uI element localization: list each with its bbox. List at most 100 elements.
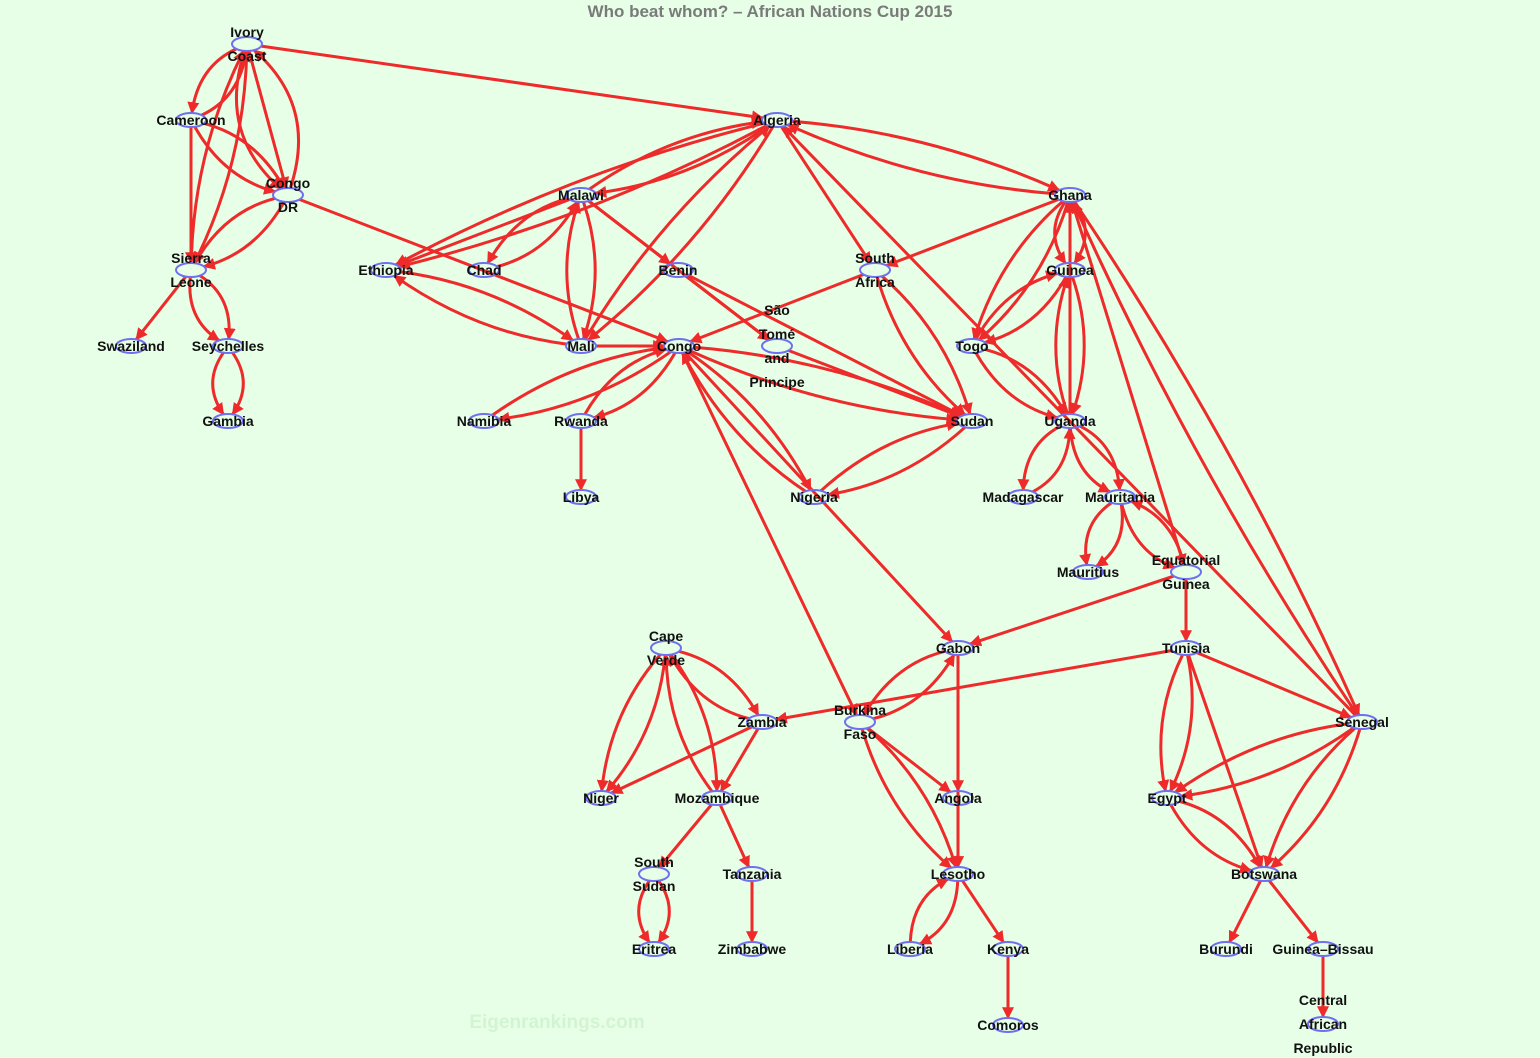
team-node-ellipse-algeria [761,112,793,128]
team-node-ellipse-eritrea [638,941,670,957]
edge-burkina_faso-beat-angola [866,726,952,794]
edge-cameroon-beat-ivory_coast [201,49,251,117]
team-node-seychelles: Seychelles [192,338,264,354]
team-label-togo: Togo [955,338,988,354]
edge-ivory_coast-beat-cameroon [187,47,237,115]
edge-togo-beat-guinea [974,270,1059,340]
edge-benin-beat-sao_tome [684,274,771,342]
edge-ghana-beat-togo [978,201,1070,341]
team-node-zimbabwe: Zimbabwe [718,941,786,957]
team-node-ellipse-mali [565,338,597,354]
edge-zambia-beat-cape_verde [668,653,750,721]
edge-zambia-beat-niger [610,725,753,795]
edge-nigeria-beat-sudan [819,419,959,492]
team-node-ellipse-lesotho [942,866,974,882]
team-node-ellipse-cameroon [175,112,207,128]
team-label-cape_verde: Cape [649,628,683,644]
team-node-zambia: Zambia [737,714,787,730]
team-node-cameroon: Cameroon [156,112,226,128]
team-node-tanzania: Tanzania [723,866,782,882]
team-label-car: African [1299,1016,1347,1032]
edge-zambia-beat-mozambique [719,727,760,793]
team-node-uganda: Uganda [1044,413,1096,429]
team-label-burundi: Burundi [1199,941,1253,957]
team-label-senegal: Senegal [1335,714,1389,730]
team-node-ellipse-malawi [565,187,597,203]
team-label-namibia: Namibia [457,413,512,429]
team-node-ellipse-south_africa [859,262,891,278]
edge-burkina_faso-beat-lesotho [866,727,959,869]
team-node-lesotho: Lesotho [931,866,985,882]
edge-cape_verde-beat-niger [596,653,662,793]
edge-sierra_leone-beat-seychelles [188,276,221,342]
team-label-mali: Mali [567,338,594,354]
edge-congo-beat-gabon [683,351,954,643]
edge-malawi-beat-chad [486,196,569,265]
team-label-swaziland: Swaziland [97,338,165,354]
team-node-kenya: Kenya [987,941,1029,957]
team-label-sao_tome: São [764,302,790,318]
team-node-gambia: Gambia [202,413,254,429]
team-label-zambia: Zambia [737,714,786,730]
edge-malawi-beat-algeria [588,117,764,191]
team-label-south_africa: South [855,250,895,266]
team-label-congo: Congo [657,338,701,354]
team-node-madagascar: Madagascar [983,489,1064,505]
edge-congo_dr-beat-congo [299,198,669,344]
edge-ghana-beat-south_africa [885,198,1059,268]
team-node-ellipse-congo [663,338,695,354]
team-label-sao_tome: and [765,350,790,366]
team-node-ellipse-niger [585,790,617,806]
edge-sierra_leone-beat-seychelles [199,274,236,341]
team-label-burkina_faso: Burkina [834,702,886,718]
team-node-libya: Libya [563,489,599,505]
edge-south_africa-beat-sudan [881,275,973,416]
team-label-angola: Angola [934,790,982,806]
edge-ghana-beat-senegal [1073,200,1361,717]
edge-congo-beat-rwanda [592,352,677,421]
team-node-ellipse-togo [956,338,988,354]
edge-guinea-beat-uganda [1070,276,1086,416]
team-node-niger: Niger [583,790,619,806]
edge-burkina_faso-beat-gabon [872,653,956,721]
team-label-benin: Benin [659,262,698,278]
edge-ivory_coast-beat-algeria [261,44,764,123]
edge-ivory_coast-beat-congo_dr [247,50,290,190]
team-label-uganda: Uganda [1044,413,1096,429]
team-node-ellipse-south_sudan [638,866,670,882]
team-label-liberia: Liberia [887,941,933,957]
edge-seychelles-beat-gambia [211,351,225,416]
edge-mozambique-beat-south_sudan [658,803,713,869]
team-node-ellipse-libya [565,489,597,505]
edge-congo-beat-nigeria [686,350,812,492]
edge-mauritania-beat-mauritius [1079,501,1113,567]
team-node-ellipse-sudan [956,413,988,429]
edge-benin-beat-sudan [687,273,963,418]
team-node-ellipse-nigeria [798,489,830,505]
team-node-ellipse-gabon [942,640,974,656]
team-node-ellipse-congo_dr [272,187,304,203]
team-node-chad: Chad [467,262,502,278]
edge-cape_verde-beat-mozambique [669,653,723,793]
team-label-mauritania: Mauritania [1085,489,1155,505]
edge-ethiopia-beat-mali [400,270,574,342]
team-node-ellipse-namibia [468,413,500,429]
edge-cameroon-beat-congo_dr [203,121,286,190]
team-label-comoros: Comoros [977,1017,1039,1033]
team-node-congo: Congo [657,338,701,354]
team-node-mozambique: Mozambique [675,790,760,806]
edge-lesotho-beat-liberia [919,880,960,946]
team-node-guinea_bissau: Guinea–Bissau [1272,941,1374,957]
edge-cameroon-beat-congo_dr [193,126,277,195]
watermark: Eigenrankings.com [469,1012,644,1033]
team-label-lesotho: Lesotho [931,866,985,882]
edge-ghana-beat-algeria [786,123,1056,196]
edge-malawi-beat-mali [581,201,597,341]
edge-nigeria-beat-congo [681,351,807,493]
team-node-ellipse-sierra_leone [175,262,207,278]
team-label-congo_dr: Congo [266,175,310,191]
team-label-guinea_bissau: Guinea–Bissau [1272,941,1373,957]
